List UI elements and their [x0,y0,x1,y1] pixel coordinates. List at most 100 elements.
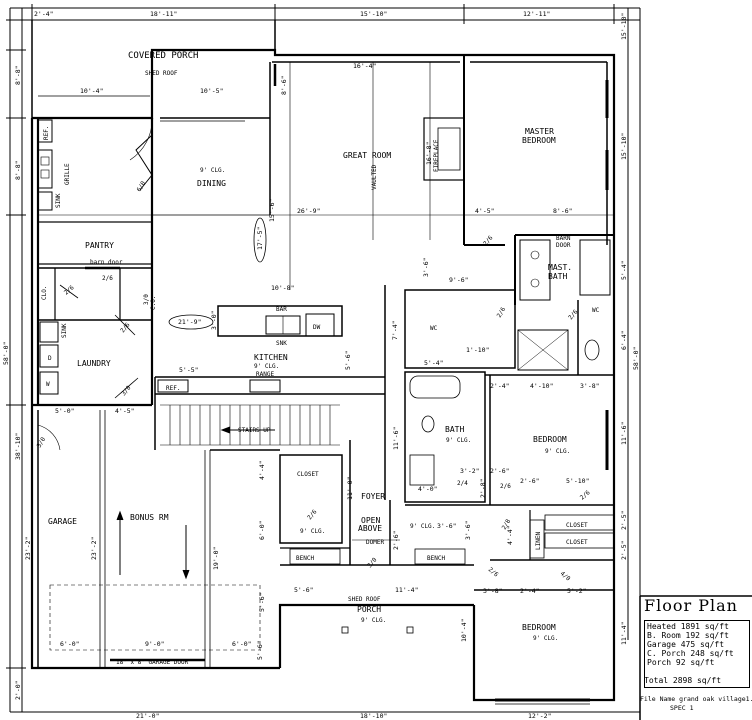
label-range: RANGE [256,371,274,378]
label-closet-clg: 9' CLG. [300,528,325,535]
label-bar: BAR [276,306,287,313]
label-dining: DINING [197,179,226,188]
legend-line-heated: Heated 1891 sq/ft [647,622,729,631]
dim-gr-v: 15'-6" [268,199,276,222]
door-2-6j: 2/6 [487,566,500,579]
dim-great-w: 16'-4" [353,62,376,70]
dim-left-3: 38'-10" [14,433,22,460]
dim-span-c: 8'-6" [553,207,573,215]
label-closet3: CLOSET [566,539,588,546]
dim-left-5: 2'-0" [14,680,22,700]
dim-kit-b: 5'-6" [344,350,352,370]
door-2-6e: 2/6 [496,306,508,319]
dim-right-5: 2'-5" [620,510,628,530]
dim-bed2-v: 11'-6" [392,427,400,450]
label-porch-clg: 9' CLG. [361,617,386,624]
legend-line-covered-porch: C. Porch 248 sq/ft [647,649,734,658]
dim-bottom-2: 18'-10" [360,712,387,720]
door-2-6h: 2/6 [579,489,592,502]
door-3-0b: 3/0 [120,384,133,397]
dim-bed2-d: 5'-10" [566,477,589,485]
door-3-0: 3/0 [143,294,150,305]
dim-right-4: 11'-6" [620,422,628,445]
dim-foyer-v: 11'-0" [346,477,354,500]
label-great-room: GREAT ROOM [343,151,391,160]
label-dormer: DOMER [366,539,384,546]
label-bonus-rm: BONUS RM [130,513,169,522]
legend-line-bonus: B. Room 192 sq/ft [647,631,729,640]
label-grille: GRILLE [64,163,71,185]
legend-line-garage: Garage 475 sq/ft [647,640,725,649]
label-dw: DW [313,324,321,331]
label-barn-door-2: BARN [556,235,571,242]
dim-ellipse-v: 17'-5" [256,227,264,250]
label-barn-door: barn door [90,259,123,266]
dim-porch-w2: 10'-5" [200,87,223,95]
dim-bath-e: 2'-6" [520,477,540,485]
legend-spec: SPEC 1 [670,704,694,712]
dim-fire: 16'-8" [425,142,433,165]
door-6-0: 6/0 [136,180,148,193]
dim-left-2: 8'-8" [14,160,22,180]
dim-bed3-a: 3'-8" [483,587,503,595]
dim-bath-d: 2'-8" [479,478,487,498]
dim-wc-b: 3'-6" [422,257,430,277]
label-stairs-up: STAIRS UP [238,427,271,434]
dim-bed2-c: 3'-8" [580,382,600,390]
label-ref2: REF. [43,126,50,140]
label-dining-clg: 9' CLG. [200,167,225,174]
legend-file-name: File Name grand oak village1.ae [640,695,752,703]
dim-bottom-3: 12'-2" [528,712,551,720]
label-closet2: CLOSET [566,522,588,529]
door-3-0d: 3/0 [36,436,48,449]
dim-ellipse-h: 21'-9" [178,318,201,326]
dim-top-1: 2'-4" [34,10,54,18]
label-bath-clg: 9' CLG. [446,437,471,444]
floor-plan-legend: Floor Plan Heated 1891 sq/ft B. Room 192… [640,596,752,720]
dim-garage-v: 23'-2" [90,537,98,560]
dim-garage-e: 6'-0" [232,640,252,648]
label-bedroom: BEDROOM [533,435,567,444]
label-master-2: BEDROOM [522,136,556,145]
dim-bonus-v: 19'-0" [212,547,220,570]
dim-porch-v: 8'-6" [280,75,288,95]
dim-foyer-b: 3'-6" [464,520,472,540]
label-pantry: PANTRY [85,241,114,250]
dim-right-2: 5'-4" [620,260,628,280]
dim-right-0: 15'-10" [620,13,628,40]
dim-hall-b: 3'-6" [437,522,457,530]
door-2-4: 2/4 [457,480,468,487]
dim-hall-v: 4'-4" [506,525,514,545]
label-barn-door-3: DOOR [556,242,571,249]
dim-wc-v: 7'-4" [391,320,399,340]
door-2-6a: 2/6 [102,275,113,282]
dim-top-2: 18'-11" [150,10,177,18]
label-mast-bath-2: BATH [548,272,567,281]
dim-bath-b: 2'-6" [490,467,510,475]
dim-kitchen-w: 10'-8" [271,284,294,292]
dim-left-1: 8'-8" [14,65,22,85]
dim-top-4: 12'-11" [523,10,550,18]
label-open-2: ABOVE [358,524,382,533]
label-bedroom2: BEDROOM [522,623,556,632]
dim-left-4: 23'-2" [24,537,32,560]
door-2-6g: 2/6 [500,483,511,490]
label-d: D [48,355,52,362]
dim-span-b: 4'-5" [475,207,495,215]
dim-mid-v: 5'-6" [256,640,264,660]
dim-wc-a: 9'-6" [449,276,469,284]
dim-foyer-w: 11'-4" [395,586,418,594]
dim-bed3-c: 5'-2" [567,587,587,595]
dim-garage-d: 9'-0" [145,640,165,648]
door-2-6c: 2/6 [119,321,132,334]
dim-bed3-b: 2'-4" [520,587,540,595]
label-wc2: WC [592,307,600,314]
legend-title: Floor Plan [644,596,738,615]
dim-right-total: 58'-0" [632,347,640,370]
label-mast-bath-1: MAST. [548,263,572,272]
label-snk: SNK [276,340,287,347]
dim-porch2-a: 5'-6" [294,586,314,594]
dim-right-3: 6'-4" [620,330,628,350]
label-open-1: OPEN [361,516,380,525]
dim-foyer-a: 2'-6" [392,530,400,550]
